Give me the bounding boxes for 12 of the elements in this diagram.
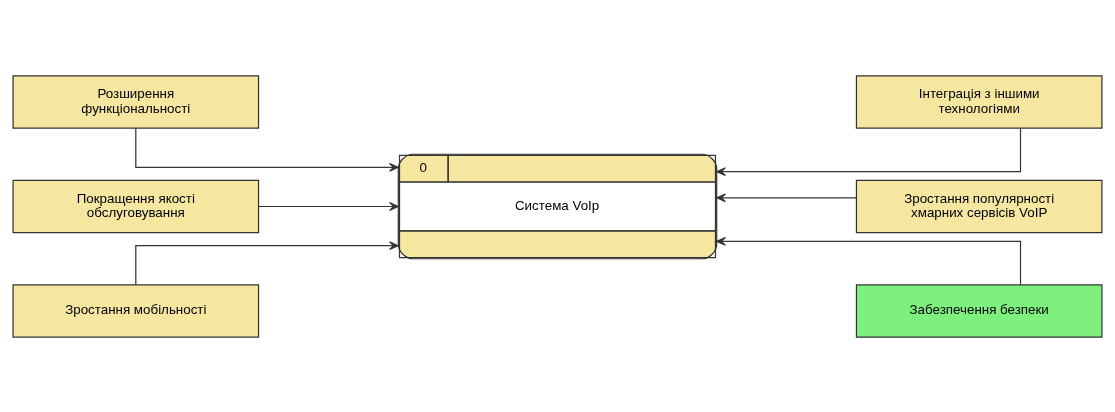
arrow	[716, 127, 1022, 176]
arrow	[716, 192, 857, 202]
node-box: Забезпечення безпеки	[855, 283, 1103, 338]
node-box: Зростання популярності хмарних сервісів VoIP	[855, 179, 1103, 233]
node-box: Зростання мобільності	[12, 283, 260, 338]
node-box: Покращення якості обслуговування	[12, 179, 260, 233]
arrow	[716, 236, 1022, 285]
node-box: Розширення функціональності	[12, 74, 260, 129]
arrow	[135, 240, 399, 285]
arrow	[135, 127, 399, 172]
node-box: Інтеграція з іншими технологіями	[855, 74, 1103, 129]
arrow	[258, 201, 399, 211]
